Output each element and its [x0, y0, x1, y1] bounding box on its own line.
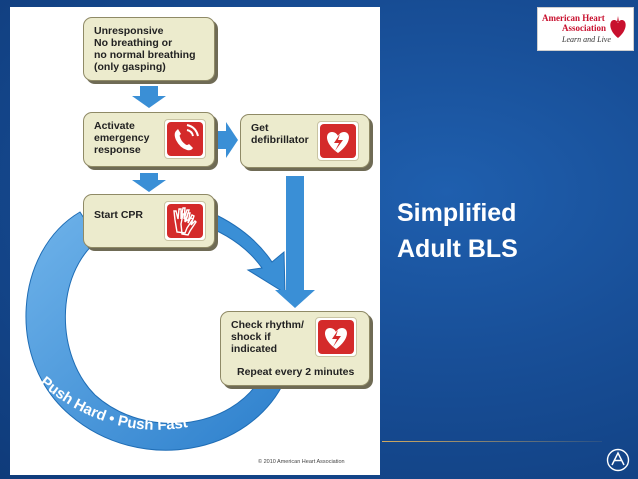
arrow-down-long [275, 176, 315, 308]
arrow-down-1 [132, 86, 166, 108]
slide-title-line2: Adult BLS [397, 235, 518, 263]
cpr-loop-arrow [25, 211, 286, 451]
step-activate-text: Activate emergency response [94, 120, 150, 156]
heart-defibrillator-icon [317, 121, 359, 161]
divider-line [382, 441, 602, 442]
heart-torch-icon [610, 20, 626, 38]
step-check-rhythm-box: Check rhythm/ shock if indicated Repeat … [220, 311, 370, 386]
step-defibrillator-box: Get defibrillator [240, 114, 370, 168]
slide-title-line1: Simplified [397, 199, 517, 227]
arrow-right [216, 122, 238, 158]
step-unresponsive-box: Unresponsive No breathing or no normal b… [83, 17, 215, 81]
logo-line2: Association [562, 23, 607, 33]
hands-icon [164, 201, 206, 241]
step-unresponsive-text: Unresponsive No breathing or no normal b… [94, 25, 196, 73]
logo-line1: American Heart [542, 13, 605, 23]
corner-logo-icon [606, 448, 630, 472]
heart-defibrillator-icon [315, 317, 357, 357]
arrow-down-2 [132, 173, 166, 192]
step-defibrillator-text: Get defibrillator [251, 122, 309, 146]
repeat-text: Repeat every 2 minutes [237, 366, 355, 378]
copyright-text: © 2010 American Heart Association [258, 459, 345, 465]
logo-tagline: Learn and Live [562, 35, 611, 44]
step-cpr-text: Start CPR [94, 209, 144, 221]
slide-title: Simplified Adult BLS [397, 195, 518, 267]
step-activate-box: Activate emergency response [83, 112, 215, 167]
cpr-to-check-arrow [193, 211, 286, 294]
step-cpr-box: Start CPR [83, 194, 215, 248]
aha-logo: American Heart Association Learn and Liv… [537, 7, 634, 51]
phone-icon [164, 119, 206, 159]
step-check-rhythm-text: Check rhythm/ shock if indicated [231, 319, 304, 355]
